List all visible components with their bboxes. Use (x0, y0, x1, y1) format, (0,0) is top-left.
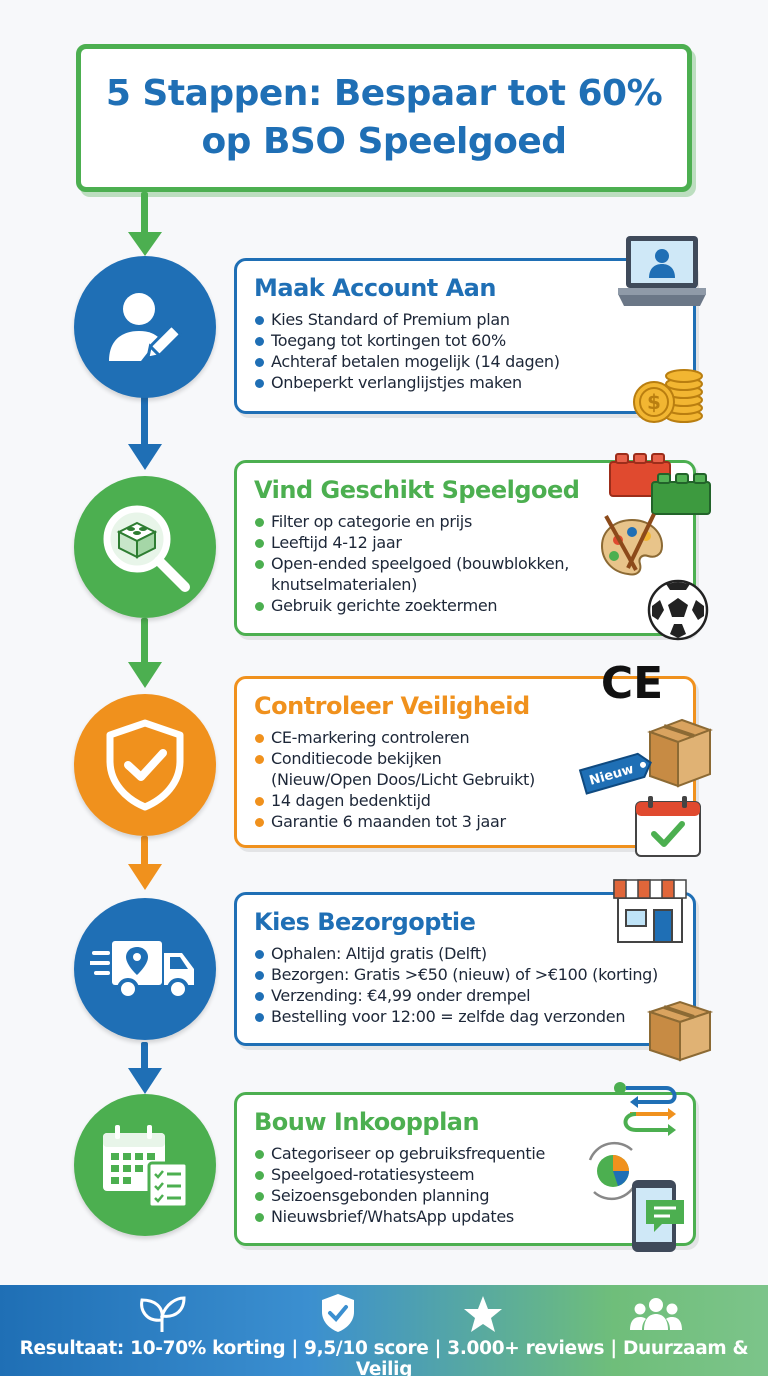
ce-mark-text: CE (601, 658, 663, 706)
step-3-title: Controleer Veiligheid (254, 692, 530, 720)
list-item: Categoriseer op gebruiksfrequentie (254, 1143, 677, 1164)
paint-palette-icon (600, 513, 664, 576)
list-item: Conditiecode bekijken (254, 748, 677, 769)
step-5-title: Bouw Inkoopplan (254, 1108, 480, 1136)
pie-chart-cycle-icon (588, 1141, 638, 1201)
list-item: Speelgoed-rotatiesysteem (254, 1164, 677, 1185)
laptop-icon (618, 236, 706, 306)
star-icon (464, 1296, 502, 1332)
list-item: Kies Standard of Premium plan (254, 309, 677, 330)
step-4-bullets: Ophalen: Altijd gratis (Delft) Bezorgen:… (254, 943, 677, 1027)
title-box: 5 Stappen: Bespaar tot 60% op BSO Speelg… (76, 44, 692, 192)
delivery-truck-icon (90, 941, 194, 1000)
box-tag-icon: Nieuw (578, 718, 713, 795)
list-item: Leeftijd 4-12 jaar (254, 532, 677, 553)
step-card-1: Maak Account Aan Kies Standard of Premiu… (234, 258, 696, 414)
svg-text:$: $ (647, 390, 661, 414)
footer-summary: Resultaat: 10-70% korting | 9,5/10 score… (19, 1338, 749, 1376)
step-2-bullets: Filter op categorie en prijs Leeftijd 4-… (254, 511, 677, 616)
step-1-bullets: Kies Standard of Premium plan Toegang to… (254, 309, 677, 393)
list-item: Open-ended speelgoed (bouwblokken, (254, 553, 677, 574)
list-item: Verzending: €4,99 onder drempel (254, 985, 677, 1006)
user-edit-icon (109, 293, 182, 361)
step-1-title: Maak Account Aan (254, 274, 496, 302)
list-item: Bestelling voor 12:00 = zelfde dag verzo… (254, 1006, 677, 1027)
people-icon (630, 1298, 682, 1330)
list-item: Gebruik gerichte zoektermen (254, 595, 677, 616)
list-item: (Nieuw/Open Doos/Licht Gebruikt) (271, 770, 535, 789)
list-item: Nieuwsbrief/WhatsApp updates (254, 1206, 677, 1227)
step-2-circle (74, 476, 216, 618)
coins-icon: $ (633, 369, 703, 423)
list-item: Filter op categorie en prijs (254, 511, 677, 532)
list-item: Seizoensgebonden planning (254, 1185, 677, 1206)
list-item: 14 dagen bedenktijd (254, 790, 677, 811)
shield-check-icon (322, 1294, 354, 1332)
list-item: CE-markering controleren (254, 727, 677, 748)
step-4-title: Kies Bezorgoptie (254, 908, 476, 936)
list-item: Achteraf betalen mogelijk (14 dagen) (254, 351, 677, 372)
phone-chat-icon (632, 1180, 684, 1252)
step-3-circle (74, 694, 216, 836)
page-title-line-1: 5 Stappen: Bespaar tot 60% (105, 73, 663, 114)
box-icon (646, 1000, 714, 1062)
step-5-bullets: Categoriseer op gebruiksfrequentie Speel… (254, 1143, 677, 1227)
lego-blocks-icon (609, 453, 711, 515)
ce-mark-icon: CE (601, 658, 663, 706)
list-item: Garantie 6 maanden tot 3 jaar (254, 811, 677, 832)
football-icon (647, 579, 709, 641)
store-icon (613, 879, 687, 943)
step-card-5: Bouw Inkoopplan Categoriseer op gebruiks… (234, 1092, 696, 1246)
rotation-arrows-icon (614, 1082, 677, 1136)
step-1-circle (74, 256, 216, 398)
shield-check-icon (106, 719, 184, 811)
list-item: Onbeperkt verlanglijstjes maken (254, 372, 677, 393)
step-3-bullets: CE-markering controleren Conditiecode be… (254, 727, 677, 832)
list-item: Ophalen: Altijd gratis (Delft) (254, 943, 677, 964)
search-blocks-icon (103, 505, 190, 592)
leaf-icon (140, 1296, 186, 1332)
list-item: Bezorgen: Gratis >€50 (nieuw) of >€100 (… (254, 964, 677, 985)
list-item: knutselmaterialen) (271, 575, 418, 594)
step-2-title: Vind Geschikt Speelgoed (254, 476, 580, 504)
calendar-checklist-icon (103, 1125, 189, 1209)
list-item: Toegang tot kortingen tot 60% (254, 330, 677, 351)
calendar-check-icon (635, 796, 701, 857)
step-5-circle (74, 1094, 216, 1236)
page-title-line-2: op BSO Speelgoed (201, 121, 567, 162)
footer-bar (0, 1285, 768, 1376)
step-4-circle (74, 898, 216, 1040)
